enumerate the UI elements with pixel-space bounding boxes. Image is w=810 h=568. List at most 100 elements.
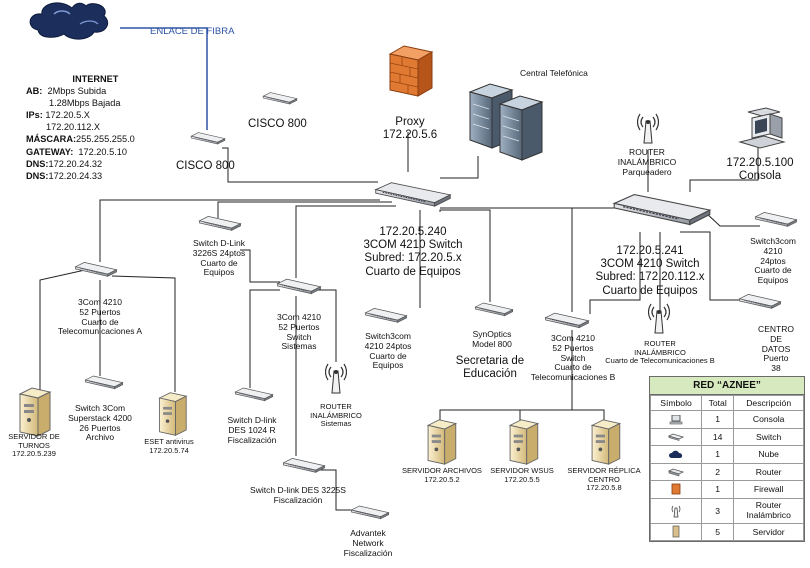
ips-label: IPs: <box>26 110 43 121</box>
link-swa-srvturnos <box>39 269 86 392</box>
ab-down-value: 1.28Mbps Bajada <box>49 98 121 109</box>
legend-title: RED “AZNEE” <box>650 377 804 395</box>
wireless-router-icon <box>648 303 670 334</box>
switch-dlink-1024-label: Switch D-link DES 1024 R Fiscalización <box>227 415 277 445</box>
link-swb-replica <box>572 409 605 420</box>
switch-icon <box>668 434 684 442</box>
legend-desc: Router Inalámbrico <box>733 497 804 524</box>
legend-row: 14 Switch <box>650 427 804 446</box>
switch-icon <box>282 457 326 473</box>
link-sist-dlink3226 <box>240 249 280 283</box>
internet-info-panel: INTERNET AB: 2Mbps Subida 1.28Mbps Bajad… <box>26 73 135 182</box>
legend-row: 3 Router Inalámbrico <box>650 497 804 524</box>
switch-icon <box>84 375 124 390</box>
consola-label: 172.20.5.100 Consola <box>726 157 794 183</box>
pbx-rack-icon <box>468 83 544 161</box>
link-core1-left <box>99 199 380 262</box>
firewall-icon <box>388 45 434 97</box>
link-swa-eset <box>111 275 176 392</box>
switch-icon <box>198 215 242 231</box>
switch-superstack-label: Switch 3Com Superstack 4200 26 Puertos A… <box>68 403 132 443</box>
switch-icon <box>276 278 322 295</box>
switch-3com-a-label: 3Com 4210 52 Puertos Cuarto de Telecomun… <box>57 297 143 337</box>
switch-icon <box>234 387 274 402</box>
core-switch-icon <box>374 181 452 207</box>
legend-col-total: Total <box>700 395 735 411</box>
ab-label: AB: <box>26 86 43 97</box>
switch-icon <box>544 312 590 329</box>
wireless-router-icon <box>325 363 347 394</box>
cloud-icon <box>669 450 683 458</box>
switch-3com-b-label: 3Com 4210 52 Puertos Switch Cuarto de Te… <box>530 333 616 383</box>
ip2-value: 172.20.112.X <box>46 122 100 133</box>
dns2-value: 172.20.24.33 <box>48 170 103 181</box>
fiber-link <box>120 27 208 130</box>
legend-total: 14 <box>700 427 735 446</box>
legend-total: 1 <box>700 480 735 499</box>
link-sist-dlink1024 <box>249 289 280 388</box>
link-consola-core2 <box>689 146 759 192</box>
switch3com-24-right-label: Switch3com 4210 24ptos Cuarto de Equipos <box>750 236 796 286</box>
link-core1-synoptics <box>439 209 491 302</box>
legend-total: 5 <box>700 522 735 541</box>
link-central-core <box>440 156 479 179</box>
legend-total: 1 <box>700 445 735 464</box>
ab-up-value: 2Mbps Subida <box>47 86 107 97</box>
switch-icon <box>474 302 514 317</box>
server-icon <box>509 419 539 465</box>
switch-icon <box>754 211 798 227</box>
legend-row: 1 Nube <box>650 445 804 464</box>
server-icon <box>591 419 621 465</box>
secretaria-educacion-label: Secretaria de Educación <box>455 355 525 381</box>
gateway-label: GATEWAY: <box>26 146 74 157</box>
legend-total: 3 <box>700 497 735 524</box>
server-icon <box>159 392 187 436</box>
firewall-icon <box>671 483 681 495</box>
mask-label: MÁSCARA: <box>26 134 77 145</box>
switch-dlink-3226-label: Switch D-Link 3226S 24ptos Cuarto de Equ… <box>192 238 246 278</box>
legend-row: 5 Servidor <box>650 522 804 541</box>
router-parqueadero-label: ROUTER INALÁMBRICO Parqueadero <box>617 147 677 177</box>
legend-desc: Firewall <box>733 480 804 499</box>
console-icon <box>738 107 786 149</box>
legend-col-symbol: Símbolo <box>650 395 702 411</box>
legend-desc: Consola <box>733 410 804 429</box>
proxy-label: Proxy 172.20.5.6 <box>382 116 438 142</box>
router-icon <box>262 92 298 105</box>
legend-row: 1 Firewall <box>650 480 804 499</box>
legend-total: 1 <box>700 410 735 429</box>
switch-3com-sistemas-label: 3Com 4210 52 Puertos Switch Sistemas <box>277 312 321 352</box>
switch-icon <box>364 307 408 323</box>
link-core1-sist <box>295 205 396 278</box>
switch-icon <box>74 261 118 277</box>
legend-row: 1 Consola <box>650 410 804 429</box>
server-icon <box>672 525 680 538</box>
switch-icon <box>738 293 782 309</box>
wireless-router-icon <box>671 505 681 517</box>
central-telefonica-label: Central Telefónica <box>520 68 588 78</box>
dns1-value: 172.20.24.32 <box>48 158 103 169</box>
legend-table: RED “AZNEE” Símbolo Total Descripción 1 … <box>649 376 805 542</box>
legend-desc: Nube <box>733 445 804 464</box>
ip1-value: 172.20.5.X <box>45 110 90 121</box>
server-icon <box>427 419 457 465</box>
servidor-wsus-label: SERVIDOR WSUS 172.20.5.5 <box>490 466 554 484</box>
switch-dlink-3225-label: Switch D-link DES 3225S Fiscalización <box>250 485 346 505</box>
advantek-label: Advantek Network Fiscalización <box>343 528 393 558</box>
console-icon <box>669 414 683 424</box>
centro-datos-label: CENTRO DE DATOS Puerto 38 <box>758 324 794 374</box>
router-icon <box>190 132 226 145</box>
switch3com-24-equipos-label: Switch3com 4210 24ptos Cuarto de Equipos <box>364 331 412 371</box>
cloud-icon <box>29 2 109 40</box>
legend-total: 2 <box>700 462 735 481</box>
core-switch-icon <box>613 193 711 226</box>
router-icon <box>668 468 684 477</box>
servidor-turnos-label: SERVIDOR DE TURNOS 172.20.5.239 <box>8 432 60 459</box>
link-core2-sw24 <box>704 211 760 227</box>
link-core1-dlink3226 <box>217 201 392 218</box>
fiber-link-label: ENLACE DE FIBRA <box>150 26 235 37</box>
dns1-label: DNS: <box>26 158 49 169</box>
router-ctb-label: ROUTER INALÁMBRICO Cuarto de Telecomunic… <box>605 339 715 366</box>
cisco800-lower-label: CISCO 800 <box>176 160 235 172</box>
